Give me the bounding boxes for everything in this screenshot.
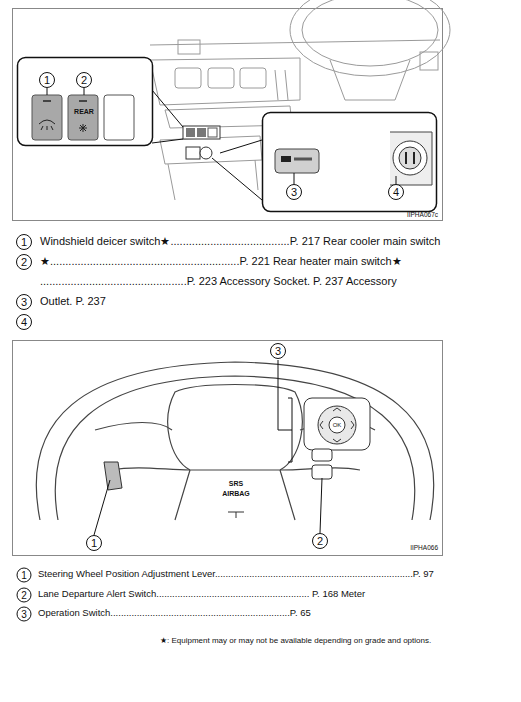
arrow-marks bbox=[320, 408, 354, 442]
reference-text: ★.......................................… bbox=[40, 255, 402, 268]
callout-number: 3 bbox=[17, 607, 32, 622]
callout-number: 3 bbox=[286, 184, 302, 200]
figure-code: IIPHA067c bbox=[407, 211, 438, 218]
airbag-label: AIRBAG bbox=[222, 490, 250, 498]
fan-icon bbox=[79, 124, 87, 132]
callout-number: 3 bbox=[270, 343, 286, 359]
reference-text: Operation Switch........................… bbox=[38, 608, 311, 619]
socket-icon bbox=[281, 156, 291, 162]
deicer-switch bbox=[32, 95, 62, 140]
callout-number: 2 bbox=[312, 533, 328, 549]
back-button bbox=[312, 449, 332, 461]
switch-mini bbox=[208, 128, 217, 137]
callout-number: 1 bbox=[16, 234, 32, 250]
switch-panel bbox=[183, 126, 220, 139]
callout-number: 2 bbox=[16, 254, 32, 270]
rear-switch bbox=[68, 95, 98, 140]
reference-text: Steering Wheel Position Adjustment Lever… bbox=[38, 569, 434, 580]
inset-leader bbox=[152, 90, 183, 143]
dashboard-drawing bbox=[150, 0, 450, 200]
hub-mark bbox=[228, 512, 244, 518]
airbag-label: SRS bbox=[229, 480, 243, 488]
lda-button bbox=[312, 465, 332, 479]
reference-text: ........................................… bbox=[40, 275, 397, 288]
illustration-frame bbox=[13, 341, 443, 556]
switch-mini bbox=[197, 128, 206, 137]
socket-panel bbox=[275, 149, 319, 173]
outlet-mini bbox=[200, 147, 212, 159]
tilt-lever bbox=[104, 462, 122, 490]
figure-code: IIPHA066 bbox=[410, 544, 438, 551]
leader-line bbox=[294, 173, 396, 184]
ok-button bbox=[329, 417, 345, 433]
inset-leader bbox=[212, 140, 262, 200]
callout-number: 2 bbox=[76, 72, 92, 88]
bracket bbox=[278, 360, 292, 462]
footnote: ★: Equipment may or may not be available… bbox=[160, 636, 431, 645]
callout-number: 2 bbox=[17, 588, 32, 603]
arrow-pad bbox=[318, 406, 356, 444]
callout-number: 4 bbox=[16, 314, 32, 330]
leader-line bbox=[320, 478, 322, 533]
switch-mini bbox=[186, 128, 195, 137]
deicer-icon bbox=[39, 120, 55, 130]
leader-line bbox=[47, 88, 84, 95]
reference-text: Windshield deicer switch★...............… bbox=[40, 235, 440, 248]
callout-number: 1 bbox=[17, 568, 32, 583]
button-label: OK bbox=[333, 422, 342, 429]
callout-number: 1 bbox=[86, 535, 102, 551]
blank-switch bbox=[104, 95, 134, 140]
switch-label: REAR bbox=[74, 108, 94, 116]
illustration-frame bbox=[13, 9, 443, 221]
outlet-pins bbox=[406, 152, 414, 164]
steering-wheel bbox=[36, 362, 433, 520]
indicator bbox=[43, 100, 51, 102]
socket-mini bbox=[186, 147, 200, 159]
leader-line bbox=[94, 480, 110, 535]
indicator bbox=[79, 100, 87, 102]
reference-text: Outlet. P. 237 bbox=[40, 295, 106, 308]
outlet-face bbox=[399, 147, 421, 169]
callout-number: 3 bbox=[16, 294, 32, 310]
reference-text: Lane Departure Alert Switch.............… bbox=[38, 589, 365, 600]
socket-mark bbox=[294, 158, 312, 161]
inset-frame bbox=[263, 113, 437, 212]
callout-number: 1 bbox=[39, 72, 55, 88]
inset-frame bbox=[18, 58, 153, 146]
switch-pad bbox=[304, 398, 370, 450]
outlet bbox=[393, 141, 427, 175]
callout-number: 4 bbox=[388, 184, 404, 200]
